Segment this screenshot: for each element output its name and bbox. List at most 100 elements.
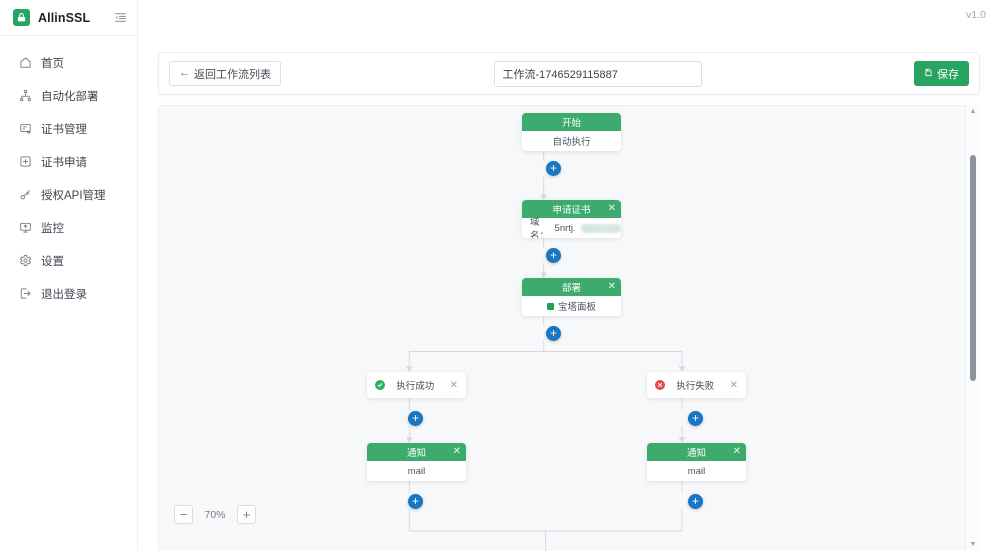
save-button[interactable]: 保存 [914,61,969,86]
add-node-button-after-notify-success[interactable]: + [408,494,423,509]
node-title: 开始 [561,118,581,129]
workflow-name-wrap [281,60,914,87]
plus-circle-icon: + [549,161,557,175]
sidebar-item-cert-apply[interactable]: 证书申请 [0,145,137,178]
home-icon [18,56,32,70]
brand-name: AllinSSL [38,10,91,25]
app-version: v1.0 [966,9,986,21]
plus-box-icon [18,155,32,169]
add-node-button-success-branch[interactable]: + [408,411,423,426]
node-header: 通知 ✕ [647,443,746,461]
canvas-vertical-scrollbar[interactable]: ▲ ▼ [965,105,980,551]
plus-circle-icon: + [411,494,419,508]
node-body-text: mail [407,465,426,477]
sidebar-nav: 首页 自动化部署 [0,36,137,310]
add-node-button-after-notify-failure[interactable]: + [688,494,703,509]
node-domain-label: 域名： [530,217,550,238]
monitor-icon [18,221,32,235]
sidebar-item-label: 证书申请 [41,156,87,169]
error-circle-icon [655,380,665,390]
node-title: 通知 [686,448,706,459]
sidebar-item-label: 自动化部署 [41,90,99,103]
node-deploy[interactable]: 部署 ✕ 宝塔面板 [522,278,621,316]
close-icon[interactable]: ✕ [732,446,741,457]
close-icon[interactable]: ✕ [452,446,461,457]
back-to-workflow-list-button[interactable]: ← 返回工作流列表 [169,61,281,86]
node-title: 通知 [406,448,426,459]
sidebar-item-home[interactable]: 首页 [0,46,137,79]
node-title: 部署 [561,283,581,294]
node-header: 申请证书 ✕ [522,200,621,218]
scrollbar-thumb[interactable] [970,155,976,381]
add-node-button-after-start[interactable]: + [546,161,561,176]
node-notify-failure[interactable]: 通知 ✕ mail [647,443,746,481]
sidebar-item-label: 首页 [41,57,64,70]
sitemap-icon [18,89,32,103]
lock-icon [13,9,30,26]
sidebar-item-label: 退出登录 [41,288,87,301]
branch-label: 执行成功 [396,381,435,392]
bt-panel-icon [546,302,554,310]
plus-circle-icon: + [549,326,557,340]
add-node-button-after-deploy[interactable]: + [546,326,561,341]
close-icon[interactable]: ✕ [607,281,616,292]
sidebar-item-settings[interactable]: 设置 [0,244,137,277]
close-icon[interactable]: ✕ [607,203,616,214]
branch-label: 执行失败 [676,381,715,392]
workflow-canvas[interactable]: 开始 自动执行 + 申请证书 ✕ 域名： [158,105,980,551]
flow-graph: 开始 自动执行 + 申请证书 ✕ 域名： [159,106,979,551]
sidebar-item-logout[interactable]: 退出登录 [0,277,137,310]
node-start[interactable]: 开始 自动执行 [522,113,621,151]
node-domain-value: 5nrtj. [554,222,576,234]
close-icon[interactable]: ✕ [729,379,738,391]
arrow-left-icon: ← [179,67,190,79]
save-file-icon [924,68,933,80]
plus-circle-icon: + [549,248,557,262]
node-header: 部署 ✕ [522,278,621,296]
zoom-level-label: 70% [204,508,226,521]
add-node-button-failure-branch[interactable]: + [688,411,703,426]
main-content: v1.0 ← 返回工作流列表 保存 [138,0,1000,551]
node-header: 通知 ✕ [367,443,466,461]
node-body: mail [367,461,466,481]
workflow-toolbar: ← 返回工作流列表 保存 [158,52,980,95]
certificate-icon [18,122,32,136]
flow-edges [405,146,686,551]
sidebar-item-label: 证书管理 [41,123,87,136]
workflow-name-input[interactable] [493,60,702,87]
scrollbar-track[interactable] [966,118,980,538]
sidebar-item-cert-manage[interactable]: 证书管理 [0,112,137,145]
menu-collapse-icon[interactable] [113,11,127,25]
sidebar-item-label: 监控 [41,222,64,235]
branch-condition-success[interactable]: 执行成功 ✕ [367,372,466,398]
sidebar-item-label: 设置 [41,255,64,268]
add-node-button-after-apply[interactable]: + [546,248,561,263]
node-body-text: 自动执行 [552,137,591,148]
sidebar-item-auto-deploy[interactable]: 自动化部署 [0,79,137,112]
node-body: 域名： 5nrtj. [522,217,621,238]
zoom-controls: − 70% + [174,505,256,524]
logout-icon [18,287,32,301]
node-header: 开始 [522,113,621,131]
brand-header: AllinSSL [0,0,137,36]
node-body-text: 宝塔面板 [557,302,596,313]
node-title: 申请证书 [552,205,591,216]
scroll-down-arrow-icon[interactable]: ▼ [969,541,977,548]
node-apply-certificate[interactable]: 申请证书 ✕ 域名： 5nrtj. [522,200,621,238]
sidebar-item-monitor[interactable]: 监控 [0,211,137,244]
close-icon[interactable]: ✕ [449,379,458,391]
branch-condition-failure[interactable]: 执行失败 ✕ [647,372,746,398]
node-body: 自动执行 [522,131,621,151]
key-icon [18,188,32,202]
save-button-label: 保存 [937,68,959,81]
gear-icon [18,254,32,268]
sidebar-item-api-auth[interactable]: 授权API管理 [0,178,137,211]
zoom-out-button[interactable]: − [174,505,193,524]
node-notify-success[interactable]: 通知 ✕ mail [367,443,466,481]
node-body: 宝塔面板 [522,296,621,316]
zoom-in-button[interactable]: + [237,505,256,524]
redacted-domain-block [580,223,621,233]
scroll-up-arrow-icon[interactable]: ▲ [969,108,977,115]
plus-circle-icon: + [691,494,699,508]
check-circle-icon [375,380,385,390]
